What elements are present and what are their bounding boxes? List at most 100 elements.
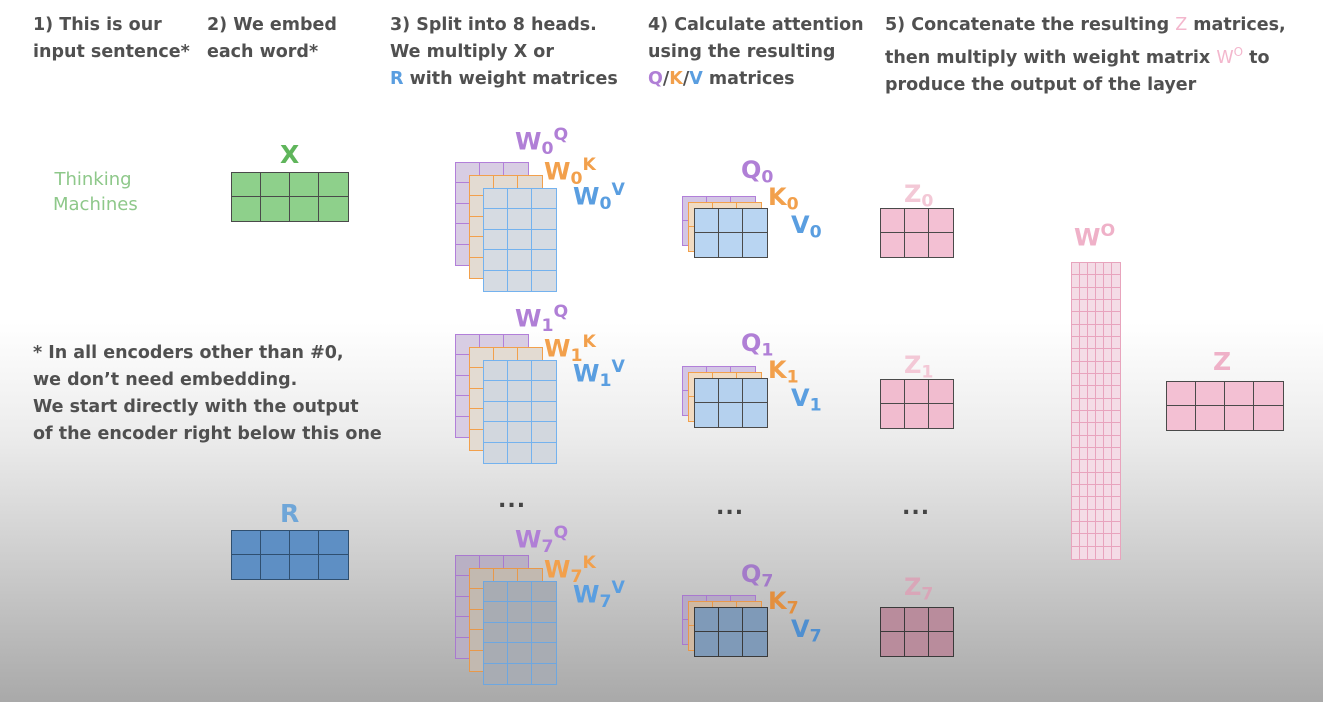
matrix-cell <box>1072 336 1080 350</box>
matrix-cell <box>929 404 953 428</box>
input-word: Thinking <box>54 169 132 190</box>
matrix-cell <box>1096 336 1104 350</box>
matrix-cell <box>1072 312 1080 325</box>
matrix-cell <box>1104 361 1112 374</box>
matrix-cell <box>929 608 953 632</box>
matrix-cell <box>1104 263 1112 276</box>
embedding-matrix <box>231 172 349 222</box>
matrix-cell <box>232 173 261 197</box>
weight-k-label: W7K <box>544 553 596 587</box>
matrix-cell <box>1088 435 1096 448</box>
matrix-cell <box>1080 460 1088 473</box>
z-label: Z1 <box>904 351 934 383</box>
matrix-cell <box>1112 362 1120 374</box>
value-matrix <box>694 607 768 657</box>
matrix-cell <box>1254 382 1283 406</box>
ellipsis: ... <box>498 488 527 513</box>
matrix-cell <box>1080 398 1088 411</box>
matrix-cell <box>695 379 719 403</box>
matrix-cell <box>508 643 532 664</box>
z-matrix <box>880 208 954 258</box>
output-z-label: Z <box>1213 347 1232 376</box>
matrix-cell <box>1072 497 1080 510</box>
key-label: K1 <box>768 356 799 388</box>
matrix-cell <box>1072 509 1080 522</box>
matrix-cell <box>695 608 719 632</box>
matrix-cell <box>508 361 532 382</box>
matrix-cell <box>1072 299 1080 313</box>
input-sentence: Thinking Machines <box>53 167 138 217</box>
matrix-cell <box>470 348 494 369</box>
matrix-cell <box>743 233 767 257</box>
matrix-cell <box>484 229 508 251</box>
matrix-cell <box>508 422 532 443</box>
matrix-cell <box>1104 410 1112 424</box>
matrix-cell <box>484 250 508 271</box>
matrix-cell <box>1104 497 1112 510</box>
matrix-cell <box>1112 337 1120 350</box>
matrix-cell <box>484 602 508 623</box>
matrix-cell <box>1088 336 1096 350</box>
matrix-cell <box>532 250 556 271</box>
matrix-cell <box>1104 373 1112 387</box>
matrix-cell <box>1072 521 1080 535</box>
matrix-cell <box>532 422 556 443</box>
matrix-cell <box>1088 521 1096 535</box>
matrix-cell <box>532 230 556 251</box>
matrix-cell <box>1088 386 1096 399</box>
matrix-cell <box>508 250 532 271</box>
matrix-cell <box>1112 263 1120 276</box>
matrix-cell <box>1096 373 1104 387</box>
matrix-cell <box>1167 382 1196 406</box>
matrix-cell <box>484 209 508 230</box>
matrix-cell <box>1104 324 1112 337</box>
matrix-cell <box>905 404 929 428</box>
matrix-cell <box>1088 447 1096 461</box>
matrix-cell <box>695 403 719 427</box>
matrix-cell <box>881 608 905 632</box>
matrix-cell <box>1104 299 1112 313</box>
matrix-cell <box>456 335 480 356</box>
step-1-caption: 1) This is our input sentence* <box>33 15 190 62</box>
matrix-cell <box>319 555 348 579</box>
z-label: Z0 <box>904 180 934 212</box>
matrix-cell <box>319 173 348 197</box>
matrix-cell <box>1096 312 1104 325</box>
matrix-cell <box>1072 386 1080 399</box>
matrix-cell <box>1112 547 1120 559</box>
matrix-cell <box>1080 263 1088 276</box>
encoder-note: * In all encoders other than #0, we don’… <box>33 343 382 444</box>
matrix-cell <box>1096 423 1104 436</box>
matrix-cell <box>1088 287 1096 300</box>
matrix-cell <box>1096 484 1104 498</box>
key-label: K7 <box>768 587 799 619</box>
step-2-caption: 2) We embed each word* <box>207 15 337 62</box>
matrix-cell <box>1080 299 1088 313</box>
query-label: Q7 <box>741 560 774 592</box>
matrix-cell <box>532 623 556 644</box>
key-label: K0 <box>768 183 799 215</box>
matrix-cell <box>1112 300 1120 313</box>
matrix-cell <box>1104 447 1112 461</box>
matrix-cell <box>881 404 905 428</box>
matrix-cell <box>1096 460 1104 473</box>
matrix-cell <box>1088 460 1096 473</box>
matrix-cell <box>508 401 532 423</box>
step-5-caption: 5) Concatenate the resulting Z matrices,… <box>885 15 1286 95</box>
matrix-cell <box>1096 521 1104 535</box>
matrix-cell <box>1096 435 1104 448</box>
matrix-cell <box>1080 410 1088 424</box>
matrix-cell <box>508 663 532 684</box>
query-label: Q1 <box>741 329 774 361</box>
matrix-cell <box>1112 374 1120 387</box>
matrix-cell <box>456 163 480 184</box>
matrix-cell <box>532 643 556 664</box>
matrix-cell <box>470 569 494 590</box>
weight-v-label: W1V <box>573 357 625 391</box>
matrix-cell <box>1096 509 1104 522</box>
matrix-cell <box>1088 263 1096 276</box>
weight-v-label: W0V <box>573 180 625 214</box>
matrix-cell <box>1080 497 1088 510</box>
matrix-cell <box>929 233 953 257</box>
matrix-cell <box>1080 484 1088 498</box>
